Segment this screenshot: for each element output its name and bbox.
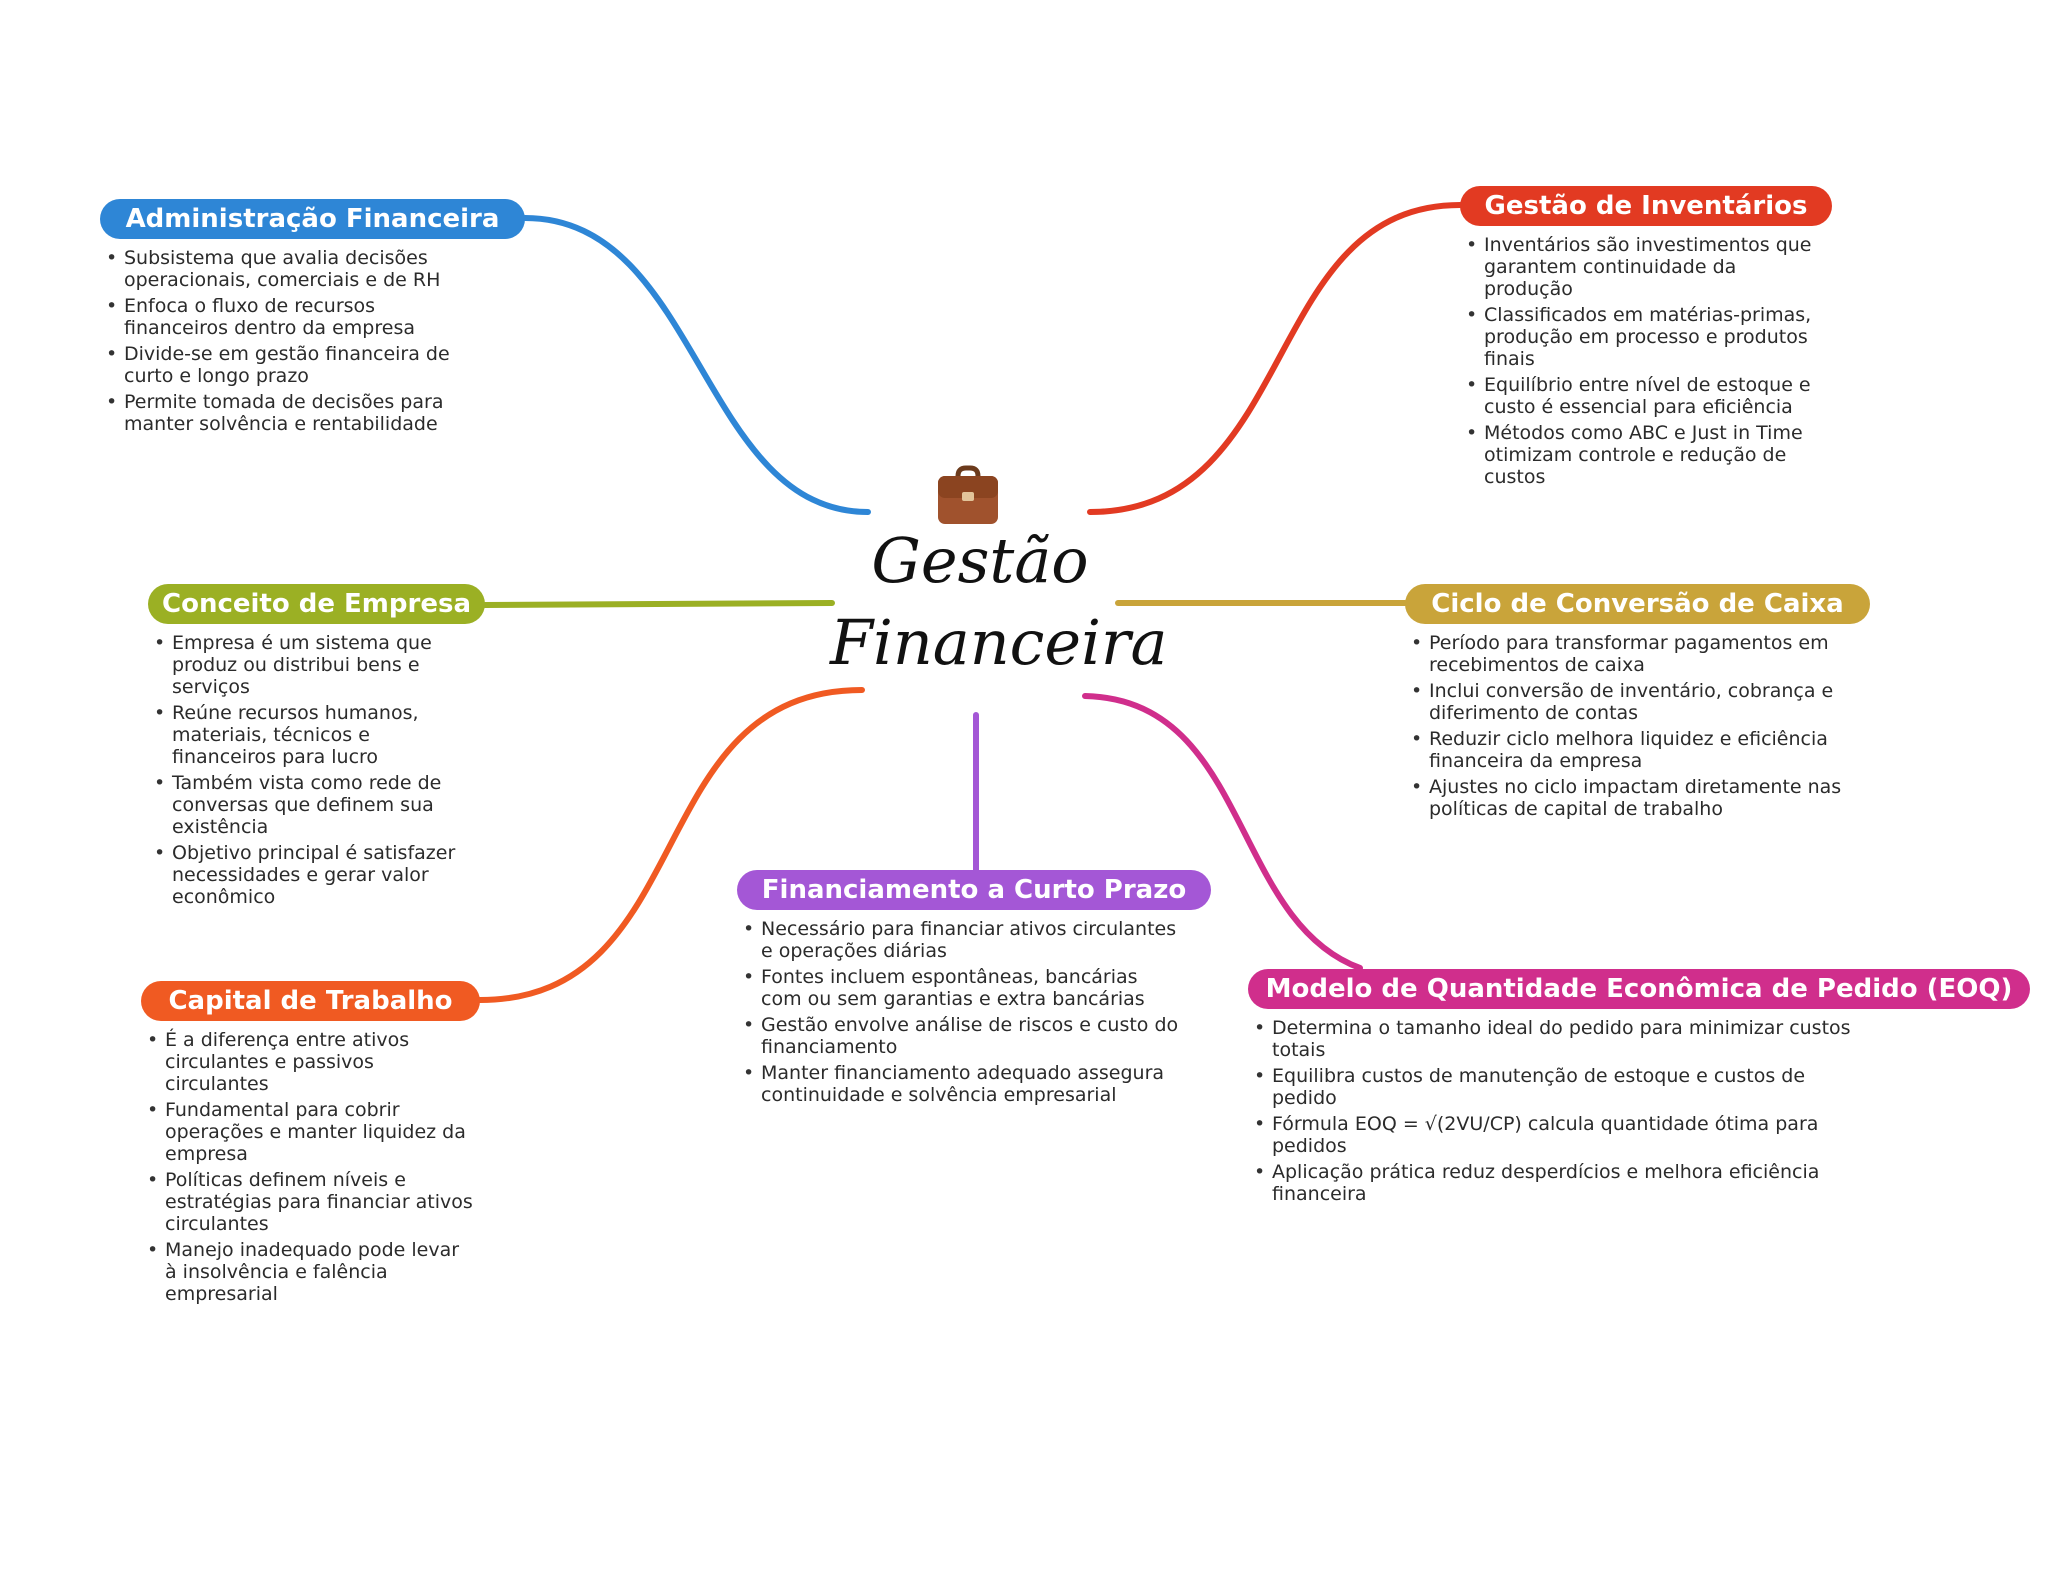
bullet-item: Também vista como rede de conversas que … — [154, 772, 472, 838]
bullet-item: Enfoca o fluxo de recursos financeiros d… — [106, 295, 484, 339]
bullet-item: Políticas definem níveis e estratégias p… — [147, 1169, 475, 1235]
branch-title: Modelo de Quantidade Econômica de Pedido… — [1248, 969, 2030, 1009]
bullet-item: Reúne recursos humanos, materiais, técni… — [154, 702, 472, 768]
bullet-item: Determina o tamanho ideal do pedido para… — [1254, 1017, 1852, 1061]
bullet-item: Empresa é um sistema que produz ou distr… — [154, 632, 472, 698]
connector-inventarios — [1087, 202, 1463, 515]
bullet-item: Reduzir ciclo melhora liquidez e eficiên… — [1411, 728, 1849, 772]
bullet-item: Fundamental para cobrir operações e mant… — [147, 1099, 475, 1165]
central-topic: Gestão Financeira — [830, 520, 1168, 684]
connector-capital — [477, 687, 865, 1003]
bullet-item: Objetivo principal é satisfazer necessid… — [154, 842, 472, 908]
branch-capital: Capital de Trabalho É a diferença entre … — [141, 981, 480, 1309]
connector-conceito — [482, 600, 835, 608]
bullet-list: Subsistema que avalia decisões operacion… — [100, 247, 484, 435]
branch-title: Conceito de Empresa — [148, 584, 485, 624]
bullet-item: Permite tomada de decisões para manter s… — [106, 391, 484, 435]
branch-title: Financiamento a Curto Prazo — [737, 870, 1211, 910]
central-topic-line1: Gestão — [871, 524, 1089, 597]
bullet-item: Período para transformar pagamentos em r… — [1411, 632, 1849, 676]
bullet-item: Equilíbrio entre nível de estoque e cust… — [1466, 374, 1824, 418]
branch-inventarios: Gestão de Inventários Inventários são in… — [1460, 186, 1832, 492]
bullet-item: Métodos como ABC e Just in Time otimizam… — [1466, 422, 1824, 488]
bullet-item: Inclui conversão de inventário, cobrança… — [1411, 680, 1849, 724]
branch-conceito: Conceito de Empresa Empresa é um sistema… — [148, 584, 485, 912]
bullet-item: Divide-se em gestão financeira de curto … — [106, 343, 484, 387]
connector-administracao — [522, 215, 871, 515]
bullet-item: Fontes incluem espontâneas, bancárias co… — [743, 966, 1181, 1010]
bullet-item: Equilibra custos de manutenção de estoqu… — [1254, 1065, 1852, 1109]
bullet-item: Manejo inadequado pode levar à insolvênc… — [147, 1239, 475, 1305]
bullet-item: Manter financiamento adequado assegura c… — [743, 1062, 1181, 1106]
bullet-item: Classificados em matérias-primas, produç… — [1466, 304, 1824, 370]
bullet-list: Determina o tamanho ideal do pedido para… — [1248, 1017, 1852, 1205]
bullet-item: Aplicação prática reduz desperdícios e m… — [1254, 1161, 1852, 1205]
bullet-list: É a diferença entre ativos circulantes e… — [141, 1029, 475, 1305]
bullet-item: Inventários são investimentos que garant… — [1466, 234, 1824, 300]
bullet-item: É a diferença entre ativos circulantes e… — [147, 1029, 475, 1095]
bullet-list: Necessário para financiar ativos circula… — [737, 918, 1181, 1106]
branch-ciclo: Ciclo de Conversão de Caixa Período para… — [1405, 584, 1870, 824]
branch-financiamento: Financiamento a Curto Prazo Necessário p… — [737, 870, 1211, 1110]
bullet-list: Inventários são investimentos que garant… — [1460, 234, 1824, 488]
bullet-item: Ajustes no ciclo impactam diretamente na… — [1411, 776, 1849, 820]
bullet-item: Fórmula EOQ = √(2VU/CP) calcula quantida… — [1254, 1113, 1852, 1157]
branch-eoq: Modelo de Quantidade Econômica de Pedido… — [1248, 969, 2030, 1209]
branch-administracao: Administração Financeira Subsistema que … — [100, 199, 525, 439]
central-topic-line2: Financeira — [830, 606, 1168, 679]
briefcase-icon — [934, 464, 1002, 528]
bullet-list: Empresa é um sistema que produz ou distr… — [148, 632, 472, 908]
bullet-item: Necessário para financiar ativos circula… — [743, 918, 1181, 962]
branch-title: Administração Financeira — [100, 199, 525, 239]
branch-title: Gestão de Inventários — [1460, 186, 1832, 226]
bullet-item: Gestão envolve análise de riscos e custo… — [743, 1014, 1181, 1058]
connector-eoq — [1082, 693, 1363, 971]
bullet-item: Subsistema que avalia decisões operacion… — [106, 247, 484, 291]
branch-title: Capital de Trabalho — [141, 981, 480, 1021]
branch-title: Ciclo de Conversão de Caixa — [1405, 584, 1870, 624]
bullet-list: Período para transformar pagamentos em r… — [1405, 632, 1849, 820]
